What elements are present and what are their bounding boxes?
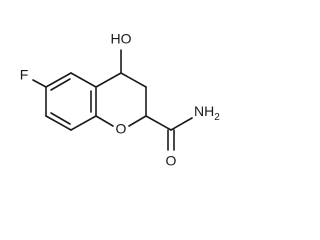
substituent-bonds — [32, 49, 193, 151]
bond-carbonyl-n — [170, 117, 193, 131]
amide-nh-text: NH — [194, 103, 214, 119]
atom-label-ring-oxygen: O — [116, 121, 127, 137]
benzene-ring — [45, 72, 97, 131]
bond-c2-carbonyl — [145, 115, 172, 131]
bond-c8-c8a — [70, 115, 97, 131]
atom-label-amide-nitrogen: NH2 — [194, 103, 220, 123]
bond-c4a-c5 — [70, 72, 97, 88]
amide-subscript-2: 2 — [214, 112, 220, 123]
bond-o1-c8a — [95, 115, 114, 127]
bond-c7-c8 — [45, 115, 72, 131]
double-bond-c7-c8 — [50, 112, 71, 125]
atom-label-hydroxyl: HO — [111, 31, 132, 47]
bond-c4a-c4 — [95, 72, 122, 88]
double-bond-c5-c6 — [50, 78, 71, 91]
pyran-ring — [95, 72, 147, 127]
bond-c5-c6 — [45, 72, 72, 88]
atom-label-carbonyl-oxygen: O — [166, 153, 177, 169]
bond-c2-o1 — [128, 115, 147, 127]
bond-c6-f — [32, 79, 47, 88]
chemical-structure-diagram: HO F O NH2 O — [20, 31, 221, 169]
atom-label-fluorine: F — [20, 67, 29, 83]
bond-c4-c3 — [120, 72, 147, 88]
